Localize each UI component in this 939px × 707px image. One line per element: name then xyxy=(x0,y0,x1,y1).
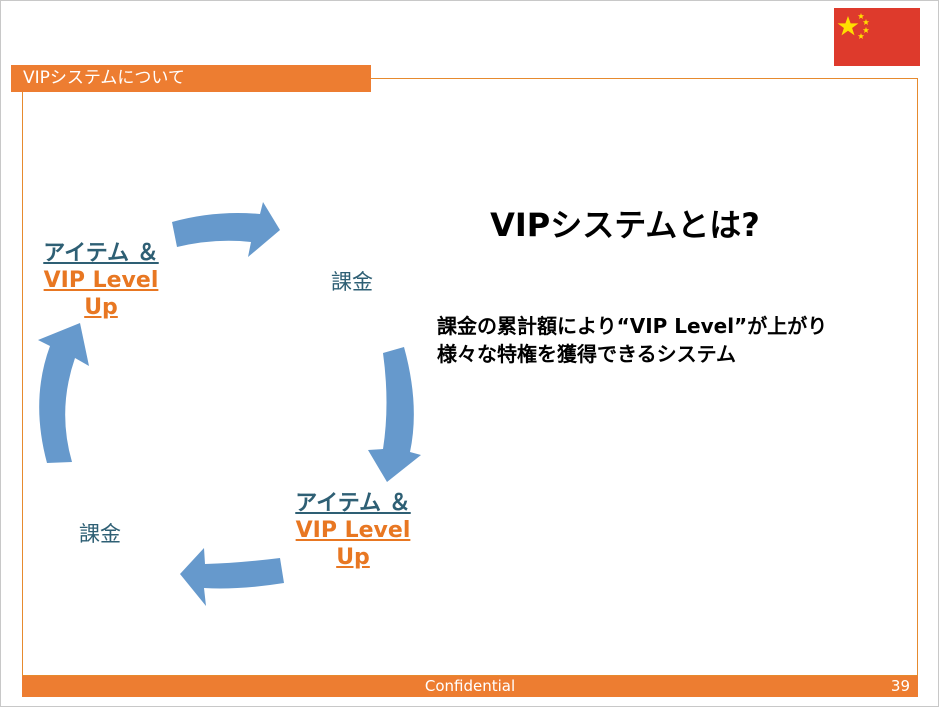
node-vip-label: VIP Level xyxy=(295,518,411,543)
page-number: 39 xyxy=(890,677,910,695)
china-flag-icon xyxy=(834,8,920,66)
kakin-label-bottom: 課金 xyxy=(79,522,121,546)
content-frame xyxy=(22,78,918,676)
node-up-label: Up xyxy=(336,545,370,570)
cycle-node-bottom-right: アイテム ＆ VIP Level Up xyxy=(288,490,418,571)
main-title: VIPシステムとは? xyxy=(490,206,760,244)
cycle-arrow-left xyxy=(38,323,89,463)
node-up-label: Up xyxy=(84,295,118,320)
section-title: VIPシステムについて xyxy=(11,65,371,92)
cycle-arrow-right xyxy=(368,347,421,482)
cycle-arrow-bottom xyxy=(180,548,284,606)
node-item-label: アイテム ＆ xyxy=(43,241,159,266)
node-vip-label: VIP Level xyxy=(43,268,159,293)
kakin-label-top: 課金 xyxy=(331,270,373,294)
node-item-label: アイテム ＆ xyxy=(295,491,411,516)
description-line-1: 課金の累計額により“VIP Level”が上がり xyxy=(437,314,828,338)
footer-bar: Confidential 39 xyxy=(22,676,918,697)
cycle-arrow-top xyxy=(172,202,280,257)
confidential-label: Confidential xyxy=(424,677,516,695)
cycle-node-top-left: アイテム ＆ VIP Level Up xyxy=(36,240,166,321)
description: 課金の累計額により“VIP Level”が上がり 様々な特権を獲得できるシステム xyxy=(437,312,907,368)
description-line-2: 様々な特権を獲得できるシステム xyxy=(437,342,736,366)
